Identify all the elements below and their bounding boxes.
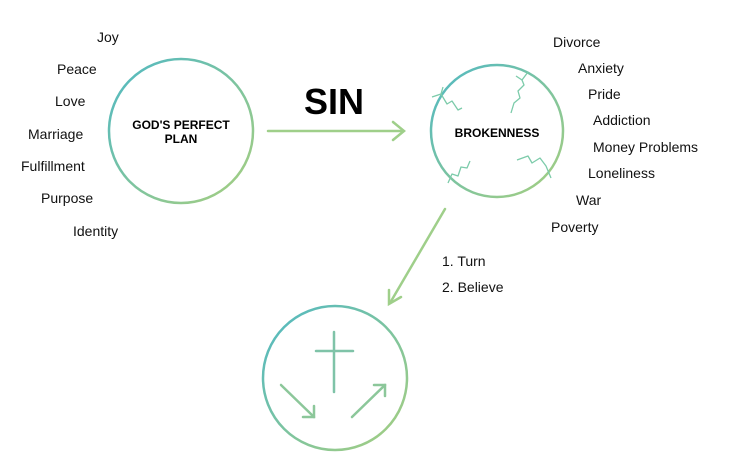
arrow-up-right-icon <box>350 383 387 419</box>
plan-word-joy: Joy <box>97 29 119 45</box>
gods-perfect-plan-label-line1: GOD'S PERFECT <box>132 118 230 132</box>
brokenness-word-pride: Pride <box>588 86 621 102</box>
cross-icon <box>314 330 355 394</box>
arrow-down-right-icon <box>279 383 316 419</box>
plan-word-identity: Identity <box>73 223 119 239</box>
plan-word-fulfillment: Fulfillment <box>21 158 85 174</box>
sin-arrow <box>266 120 406 142</box>
gods-perfect-plan-circle <box>107 57 255 205</box>
plan-word-marriage: Marriage <box>28 126 84 142</box>
gods-perfect-plan-label-line2: PLAN <box>164 132 198 146</box>
sin-label: SIN <box>304 81 365 122</box>
brokenness-label: BROKENNESS <box>454 126 540 140</box>
gods-perfect-plan-label: GOD'S PERFECT PLAN <box>111 118 251 146</box>
plan-word-love: Love <box>55 93 86 109</box>
brokenness-word-anxiety: Anxiety <box>578 60 624 76</box>
crack-icon <box>431 71 552 184</box>
turn-believe-arrow <box>387 207 447 307</box>
brokenness-word-poverty: Poverty <box>551 219 599 235</box>
brokenness-word-loneliness: Loneliness <box>588 165 655 181</box>
brokenness-word-addiction: Addiction <box>593 112 651 128</box>
cross-circle <box>261 304 409 452</box>
brokenness-word-divorce: Divorce <box>553 34 601 50</box>
brokenness-word-money-problems: Money Problems <box>593 139 699 155</box>
step-turn: 1. Turn <box>442 253 486 269</box>
brokenness-circle <box>429 63 565 199</box>
plan-word-purpose: Purpose <box>41 190 94 206</box>
plan-word-peace: Peace <box>57 61 97 77</box>
step-believe: 2. Believe <box>442 279 504 295</box>
brokenness-word-war: War <box>576 192 602 208</box>
